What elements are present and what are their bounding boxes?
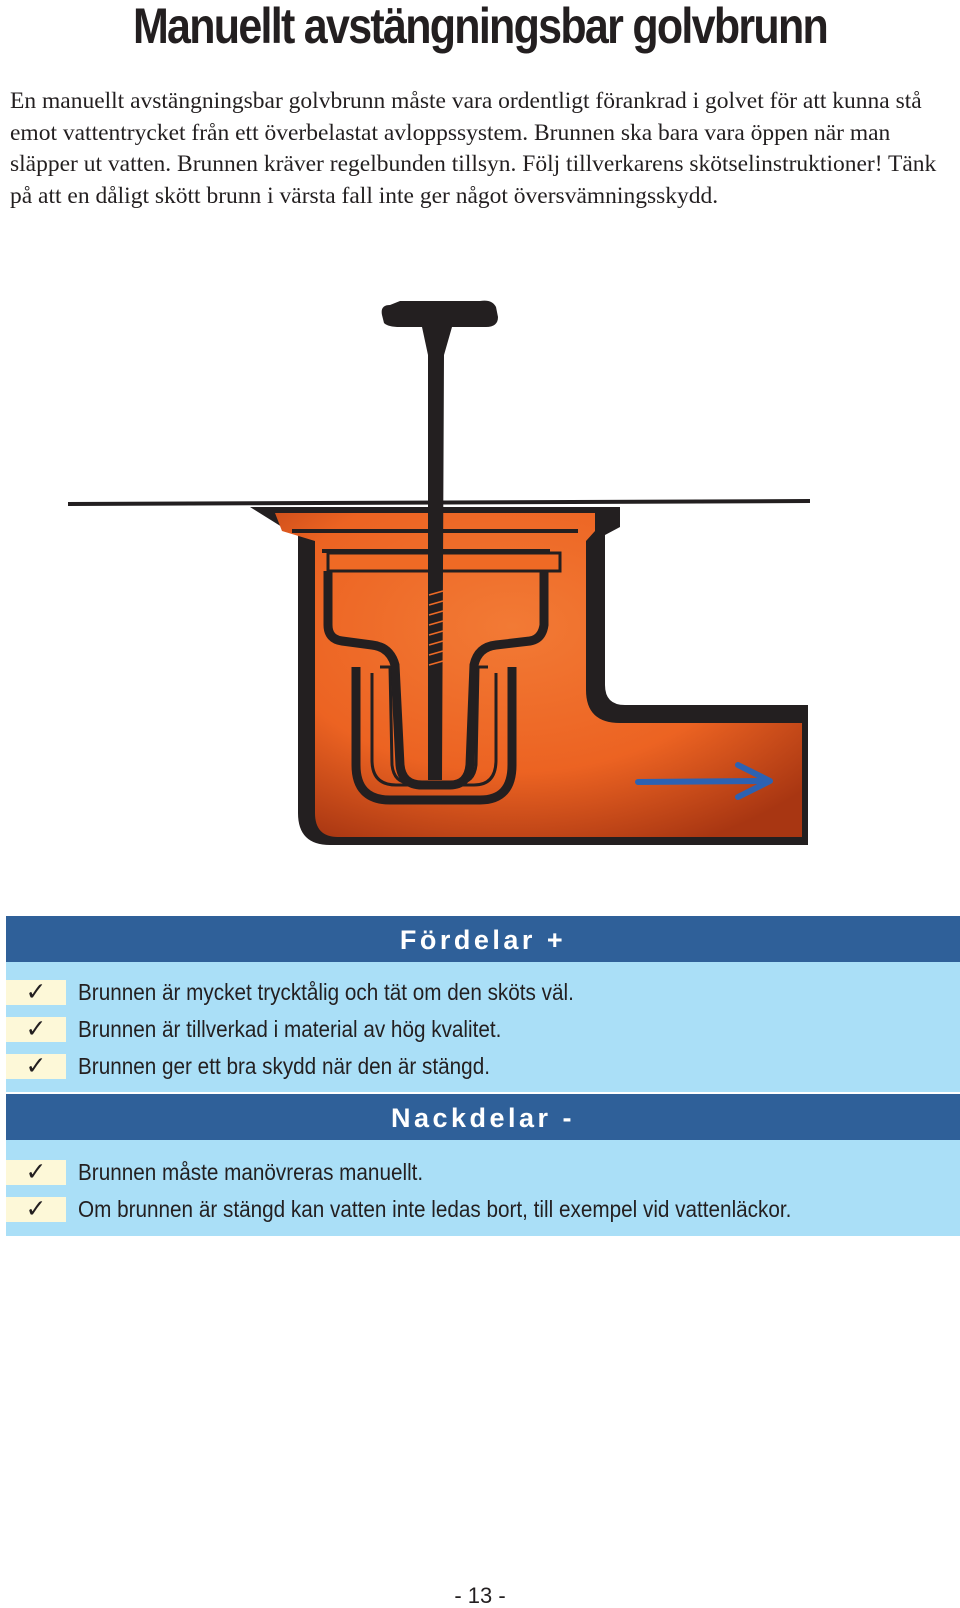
check-icon: ✓ — [6, 980, 66, 1005]
check-icon: ✓ — [6, 1017, 66, 1042]
advantage-text: Brunnen ger ett bra skydd när den är stä… — [78, 1053, 490, 1079]
page-number: - 13 - — [454, 1583, 506, 1608]
check-icon: ✓ — [6, 1197, 66, 1222]
advantages-panel: Fördelar + ✓ Brunnen är mycket trycktåli… — [6, 916, 960, 1092]
disadvantages-heading: Nackdelar - — [6, 1094, 960, 1140]
disadvantage-text: Brunnen måste manövreras manuellt. — [78, 1159, 424, 1185]
flow-arrow-icon — [635, 762, 773, 800]
check-icon: ✓ — [6, 1054, 66, 1079]
intro-paragraph: En manuellt avstängningsbar golvbrunn må… — [10, 88, 937, 209]
list-item: ✓ Om brunnen är stängd kan vatten inte l… — [6, 1191, 960, 1228]
page-title: Manuellt avstängningsbar golvbrunn — [132, 0, 829, 54]
disadvantages-panel: Nackdelar - ✓ Brunnen måste manövreras m… — [6, 1094, 960, 1236]
floor-drain-illustration — [67, 300, 811, 845]
list-item: ✓ Brunnen ger ett bra skydd när den är s… — [6, 1048, 960, 1085]
list-item: ✓ Brunnen måste manövreras manuellt. — [6, 1154, 960, 1191]
list-item: ✓ Brunnen är mycket trycktålig och tät o… — [6, 974, 960, 1011]
disadvantage-text: Om brunnen är stängd kan vatten inte led… — [78, 1196, 792, 1222]
advantage-text: Brunnen är mycket trycktålig och tät om … — [78, 979, 574, 1005]
check-icon: ✓ — [6, 1160, 66, 1185]
advantage-text: Brunnen är tillverkad i material av hög … — [78, 1016, 502, 1042]
list-item: ✓ Brunnen är tillverkad i material av hö… — [6, 1011, 960, 1048]
advantages-heading: Fördelar + — [6, 916, 960, 962]
